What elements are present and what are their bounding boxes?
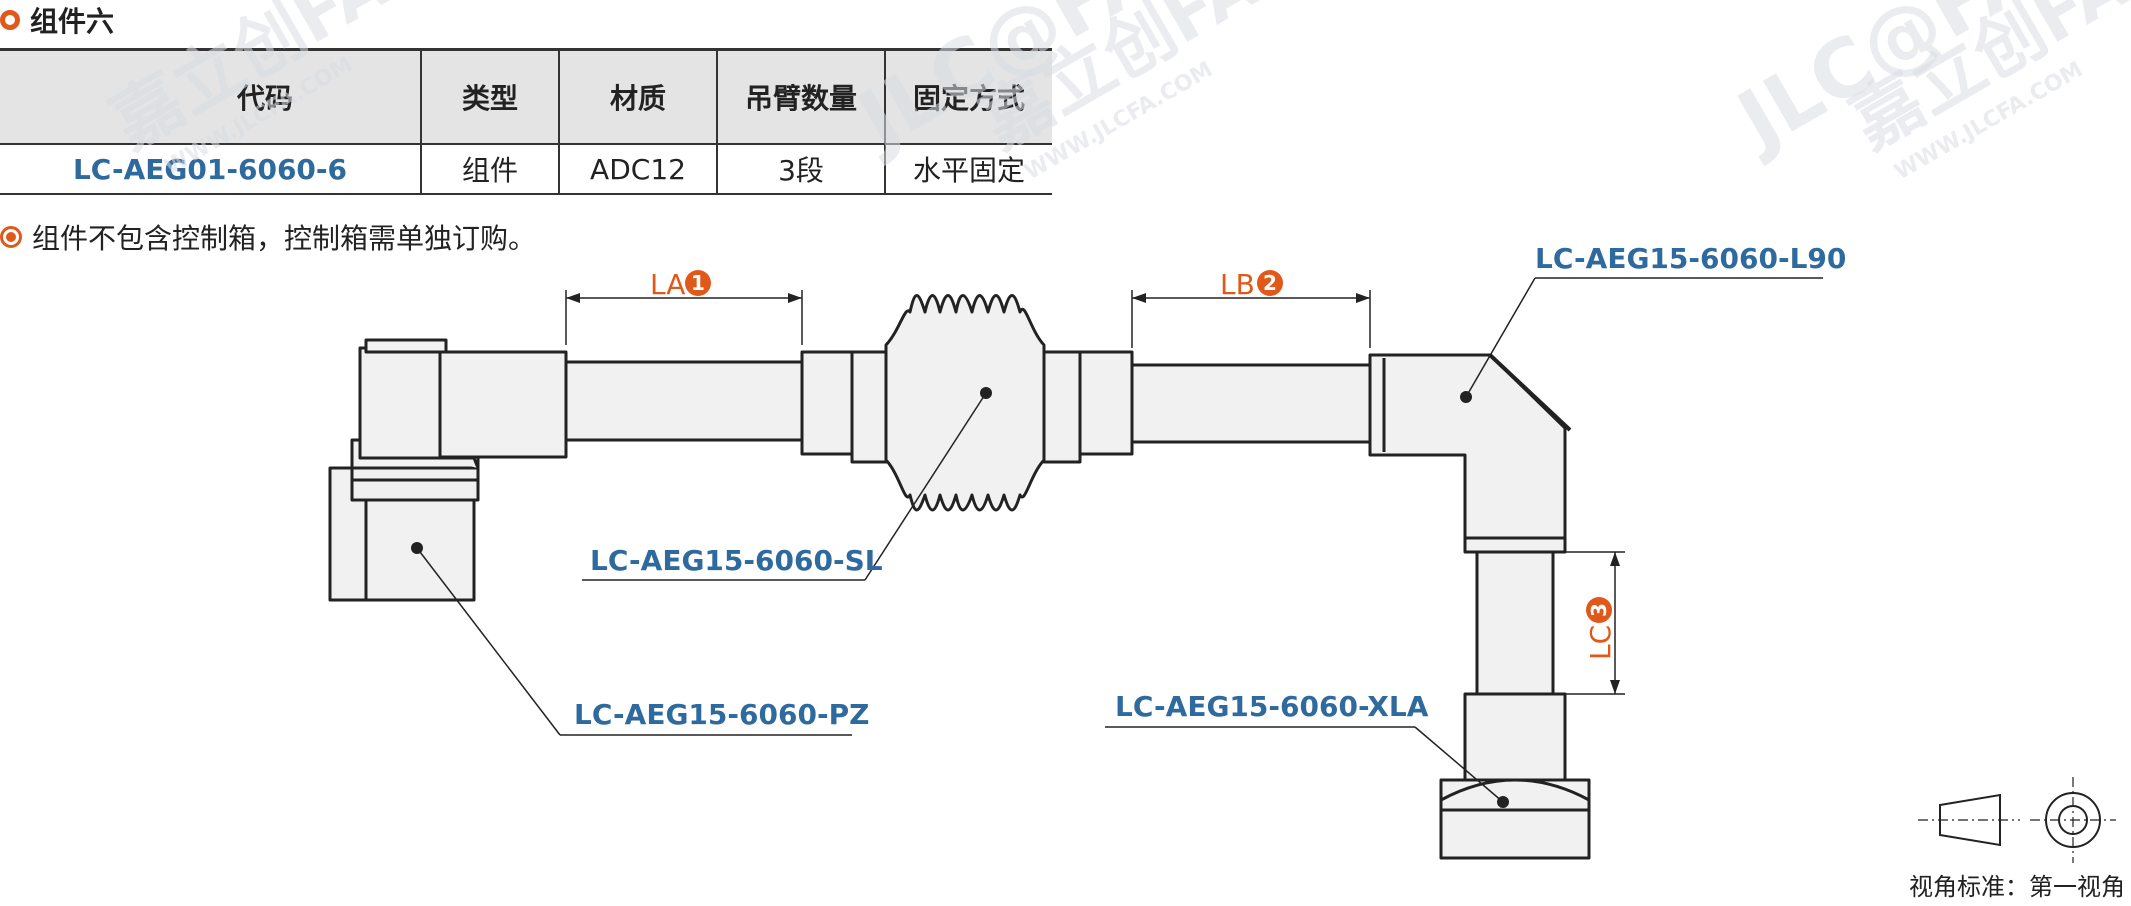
dim-lb: LB 2 bbox=[1220, 268, 1283, 301]
svg-text:LA: LA bbox=[650, 268, 685, 301]
arm-c bbox=[1475, 550, 1555, 696]
table-row: LC-AEG01-6060-6 组件 ADC12 3段 水平固定 bbox=[0, 144, 1052, 195]
svg-text:LC: LC bbox=[1584, 625, 1617, 660]
note-text: 组件不包含控制箱，控制箱需单独订购。 bbox=[32, 222, 537, 255]
callout-pz: LC-AEG15-6060-PZ bbox=[574, 698, 869, 731]
orange-ring-icon bbox=[0, 10, 20, 30]
cell-arm-count: 3段 bbox=[716, 144, 885, 195]
callout-sl: LC-AEG15-6060-SL bbox=[590, 544, 883, 577]
callout-l90: LC-AEG15-6060-L90 bbox=[1535, 242, 1846, 275]
first-angle-projection-icon bbox=[1918, 777, 2116, 863]
note: 组件不包含控制箱，控制箱需单独订购。 bbox=[0, 217, 536, 257]
svg-text:2: 2 bbox=[1263, 271, 1277, 295]
svg-text:1: 1 bbox=[691, 271, 705, 295]
orange-dot-icon bbox=[0, 226, 22, 248]
view-standard: 视角标准：第一视角 bbox=[1909, 873, 2125, 901]
cell-code: LC-AEG01-6060-6 bbox=[0, 144, 421, 195]
cell-type: 组件 bbox=[420, 144, 559, 195]
dimension-arrows bbox=[566, 293, 1620, 694]
watermark: JLC@FA 嘉立创FA WWW.JLCFA.COM JLC@FA 嘉立创FA … bbox=[98, 0, 2131, 185]
leader-dots bbox=[411, 387, 1509, 808]
l90-elbow-part bbox=[1368, 353, 1572, 554]
number-badge-icon bbox=[685, 270, 711, 296]
spec-table: 代码 类型 材质 吊臂数量 固定方式 LC-AEG01-6060-6 组件 AD… bbox=[0, 48, 1052, 195]
xla-fitting-part bbox=[1439, 692, 1591, 860]
arm-b bbox=[1130, 363, 1374, 444]
svg-text:3: 3 bbox=[1587, 603, 1611, 617]
section-title: 组件六 bbox=[0, 2, 114, 38]
pz-base-part bbox=[328, 338, 568, 602]
callout-xla: LC-AEG15-6060-XLA bbox=[1115, 690, 1429, 723]
section-title-text: 组件六 bbox=[30, 5, 115, 38]
cell-material: ADC12 bbox=[558, 144, 717, 195]
dimension-lines bbox=[565, 290, 1625, 695]
svg-text:嘉立创FA: 嘉立创FA bbox=[98, 0, 402, 165]
arm-a bbox=[564, 360, 806, 442]
number-badge-icon bbox=[1586, 597, 1612, 623]
dim-lc: LC 3 bbox=[1584, 597, 1617, 660]
header-mount: 固定方式 bbox=[884, 48, 1052, 145]
header-arm-count: 吊臂数量 bbox=[716, 48, 885, 145]
dim-la: LA 1 bbox=[650, 268, 711, 301]
number-badge-icon bbox=[1257, 270, 1283, 296]
header-type: 类型 bbox=[420, 48, 559, 145]
svg-text:LB: LB bbox=[1220, 268, 1255, 301]
table-header-row: 代码 类型 材质 吊臂数量 固定方式 bbox=[0, 48, 1052, 145]
header-material: 材质 bbox=[558, 48, 717, 145]
leader-lines bbox=[416, 277, 1823, 803]
header-code: 代码 bbox=[0, 48, 421, 145]
sl-bellows-part bbox=[800, 294, 1134, 512]
cell-mount: 水平固定 bbox=[884, 144, 1052, 195]
